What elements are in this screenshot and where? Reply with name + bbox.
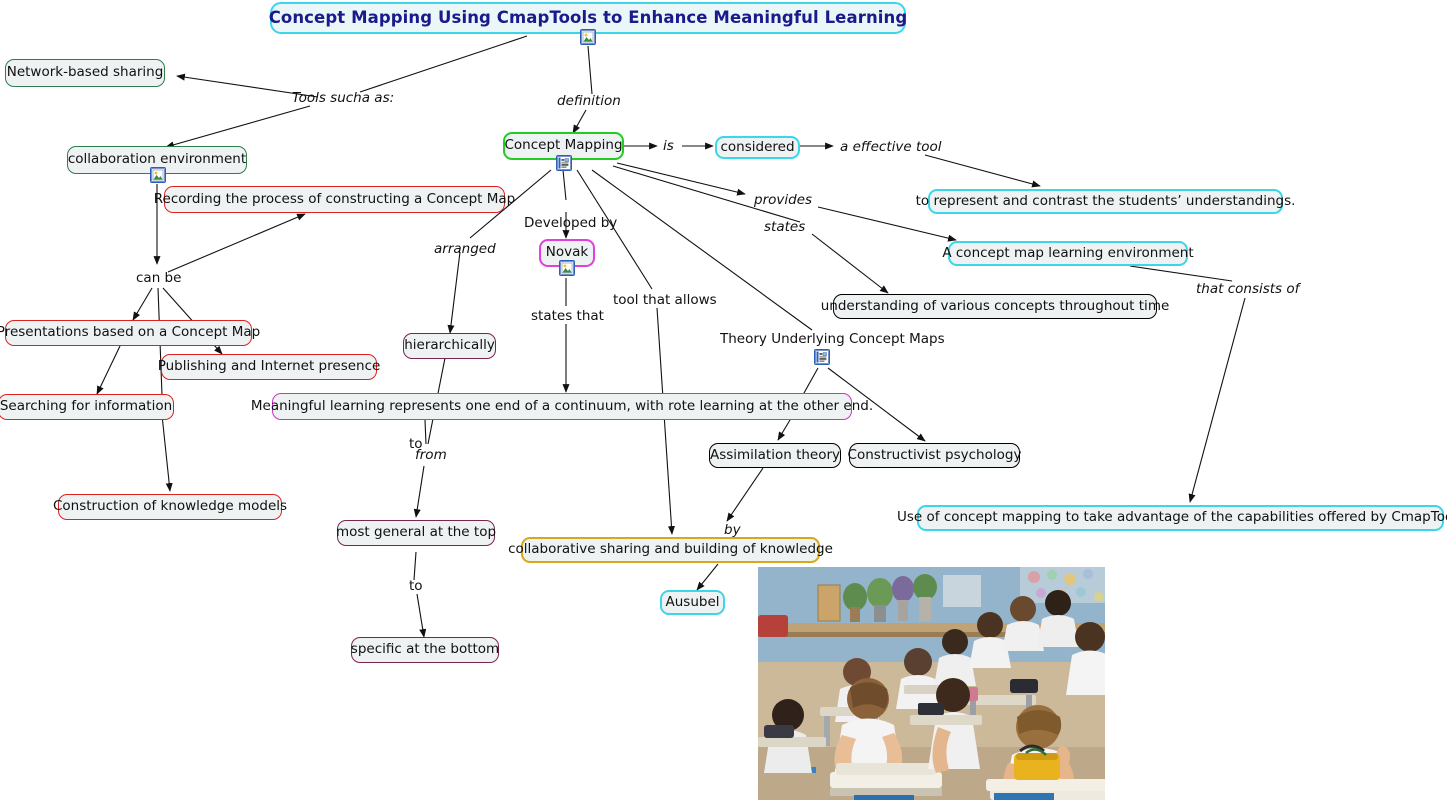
link-label-tools-such-as: Tools sucha as: [292, 90, 395, 106]
node-network-based-sharing[interactable]: Network-based sharing [5, 59, 165, 87]
link-label-provides: provides [754, 192, 813, 208]
node-label: considered [720, 138, 795, 155]
node-most-general-at-the-top[interactable]: most general at the top [335, 520, 497, 546]
link-label-tool-that-allows: tool that allows [613, 292, 717, 308]
node-hierarchically[interactable]: hierarchically [403, 333, 496, 359]
node-label: Concept Mapping [504, 137, 623, 154]
node-searching-for-information[interactable]: Searching for information [0, 394, 174, 420]
node-label: Presentations based on a Concept Map [0, 324, 261, 341]
node-label: most general at the top [335, 524, 497, 541]
node-represent-contrast-understandings[interactable]: to represent and contrast the students’ … [916, 189, 1295, 214]
node-meaningful-learning-continuum[interactable]: Meaningful learning represents one end o… [251, 393, 873, 420]
link-label-is: is [663, 138, 674, 154]
classroom-students-photo[interactable] [758, 567, 1105, 800]
node-specific-at-the-bottom[interactable]: specific at the bottom [351, 637, 499, 663]
node-label: hierarchically [404, 337, 495, 354]
node-label: Recording the process of constructing a … [153, 190, 516, 207]
node-recording-process[interactable]: Recording the process of constructing a … [154, 186, 515, 213]
node-label: Novak [545, 244, 589, 261]
node-label: Meaningful learning represents one end o… [250, 397, 874, 414]
link-label-by: by [724, 522, 741, 538]
node-label: Network-based sharing [6, 64, 164, 81]
node-label: Publishing and Internet presence [157, 358, 381, 375]
image-resource-icon[interactable] [559, 260, 575, 276]
node-publishing-internet-presence[interactable]: Publishing and Internet presence [158, 354, 380, 380]
node-label: A concept map learning environment [942, 244, 1194, 261]
link-label-a-effective-tool: a effective tool [840, 139, 942, 155]
node-novak[interactable]: Novak [539, 239, 595, 267]
node-label: Use of concept mapping to take advantage… [897, 509, 1447, 526]
node-ausubel[interactable]: Ausubel [660, 590, 725, 615]
link-label-can-be: can be [136, 270, 182, 286]
document-resource-icon[interactable] [556, 155, 572, 171]
image-resource-icon[interactable] [580, 29, 596, 45]
node-assimilation-theory[interactable]: Assimilation theory [709, 443, 841, 468]
node-label: specific at the bottom [350, 641, 500, 658]
link-label-arranged: arranged [434, 241, 496, 257]
link-label-definition: definition [557, 93, 621, 109]
document-resource-icon[interactable] [814, 349, 830, 365]
map-title-label: Concept Mapping Using CmapTools to Enhan… [268, 7, 908, 27]
node-collaboration-environment[interactable]: collaboration environment [67, 146, 247, 174]
link-label-states-that: states that [531, 308, 604, 324]
link-label-that-consists-of: that consists of [1196, 281, 1300, 297]
node-use-of-concept-mapping-cmaptools[interactable]: Use of concept mapping to take advantage… [897, 505, 1447, 531]
node-label: collaboration environment [67, 151, 247, 168]
node-label: Theory Underlying Concept Maps [720, 331, 945, 347]
node-label: understanding of various concepts throug… [820, 297, 1170, 314]
node-label: collaborative sharing and building of kn… [508, 541, 833, 558]
node-label: to represent and contrast the students’ … [915, 192, 1296, 209]
node-collaborative-sharing-building-knowledge[interactable]: collaborative sharing and building of kn… [508, 537, 833, 563]
image-resource-icon[interactable] [150, 167, 166, 183]
link-label-states: states [764, 219, 806, 235]
node-construction-knowledge-models[interactable]: Construction of knowledge models [53, 494, 287, 520]
link-label-developed-by: Developed by [524, 215, 618, 231]
node-constructivist-psychology[interactable]: Constructivist psychology [847, 443, 1022, 468]
node-understanding-various-concepts[interactable]: understanding of various concepts throug… [821, 294, 1169, 319]
node-presentations-based-on-concept-map[interactable]: Presentations based on a Concept Map [0, 320, 260, 346]
node-label: Constructivist psychology [847, 446, 1022, 463]
link-label-to: to [409, 436, 423, 452]
node-label: Construction of knowledge models [52, 498, 288, 515]
node-label: Ausubel [665, 593, 720, 610]
link-label-to-bottom: to [409, 578, 423, 594]
node-label: Assimilation theory [709, 446, 841, 463]
node-concept-map-learning-environment[interactable]: A concept map learning environment [942, 241, 1194, 266]
link-label-from: from [415, 447, 447, 463]
node-theory-underlying-concept-maps[interactable]: Theory Underlying Concept Maps [720, 331, 945, 347]
node-label: Searching for information [0, 398, 173, 415]
node-considered[interactable]: considered [715, 136, 800, 159]
